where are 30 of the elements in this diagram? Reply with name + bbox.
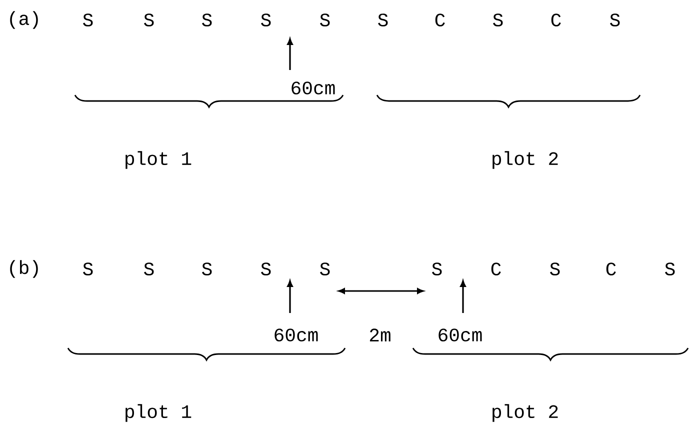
plant-letter: S <box>665 262 675 276</box>
plot-label: plot 1 <box>126 151 192 169</box>
distance-label: 60cm <box>438 328 482 342</box>
plot-label: plot 2 <box>492 151 558 169</box>
distance-label: 60cm <box>292 82 335 94</box>
plant-letter: C <box>491 262 501 276</box>
plant-letter: S <box>83 14 93 26</box>
plant-letter: S <box>144 262 154 276</box>
plant-letter: C <box>435 14 445 26</box>
plant-letter: S <box>378 14 388 26</box>
plant-letter: C <box>551 14 561 26</box>
plant-letter: S <box>550 262 560 276</box>
plot-label: plot 2 <box>492 404 558 422</box>
plant-letter: S <box>432 262 442 276</box>
plant-letter: S <box>320 14 330 26</box>
plant-letter: S <box>144 14 154 26</box>
plant-letter: S <box>202 14 212 26</box>
plant-letter: S <box>261 14 271 26</box>
plant-letter: S <box>320 262 330 276</box>
distance-label: 2m <box>370 328 390 342</box>
distance-label: 60cm <box>274 328 318 342</box>
panel-label: (a) <box>10 11 38 29</box>
plot-label: plot 1 <box>126 404 192 422</box>
plant-letter: S <box>261 262 271 276</box>
plant-letter: S <box>493 14 503 26</box>
plant-letter: S <box>83 262 93 276</box>
plant-letter: C <box>606 262 616 276</box>
plant-letter: S <box>610 14 620 26</box>
panel-label: (b) <box>10 260 38 278</box>
plant-letter: S <box>202 262 212 276</box>
